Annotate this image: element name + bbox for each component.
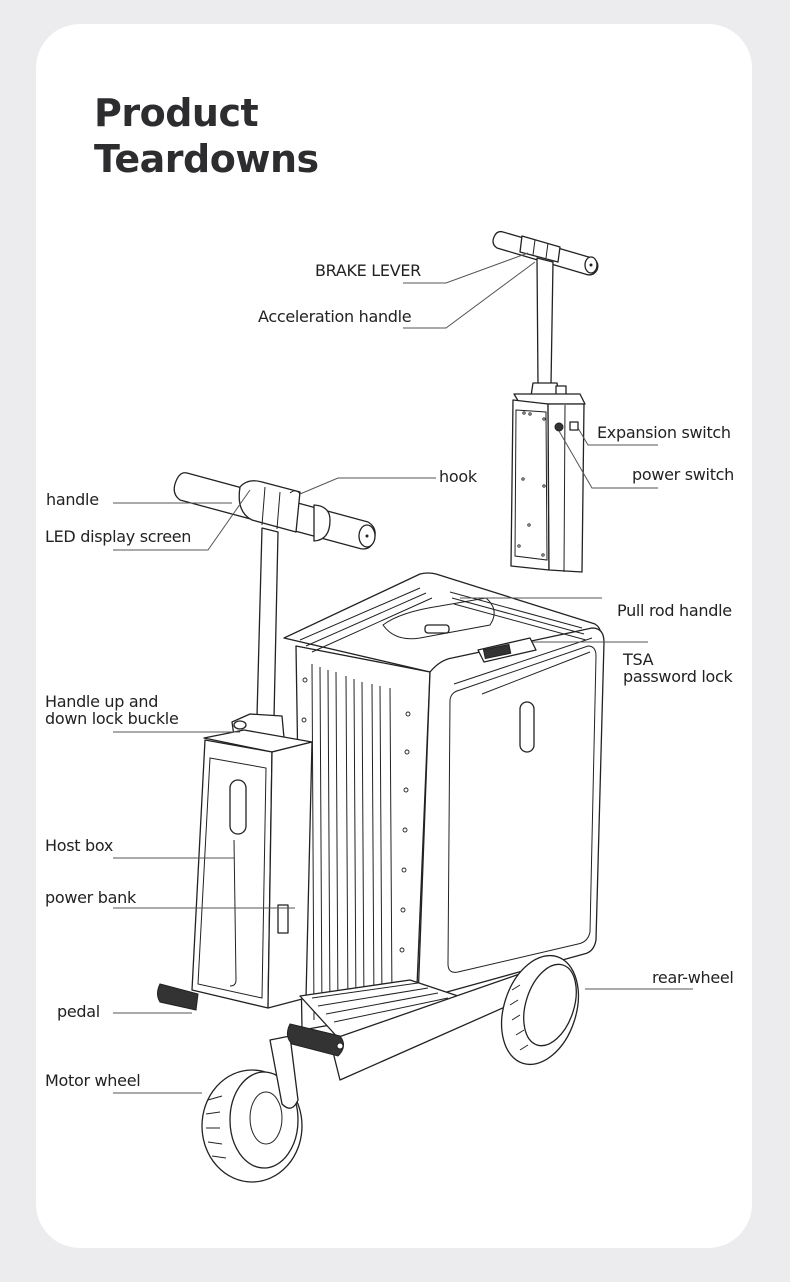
label-led-display-screen: LED display screen [45,527,192,546]
label-expansion-switch: Expansion switch [597,423,731,442]
host-box-side [267,741,313,1009]
label-tsa-line1: TSA [623,650,654,669]
label-host-box: Host box [45,836,114,855]
label-hook: hook [439,467,477,486]
left-pedal [157,983,199,1011]
front-assembly [173,472,376,1009]
upper-handlebar-clamp [519,235,561,263]
page-title: Product Teardowns [94,90,319,182]
leader-brake-lever [403,252,529,284]
label-pedal: pedal [57,1002,100,1021]
label-lock-buckle: Handle up and down lock buckle [45,693,179,727]
label-rear-wheel: rear-wheel [652,968,734,987]
upper-stem [536,257,554,386]
label-power-switch: power switch [632,465,735,484]
led-display-housing [238,480,301,533]
leader-hook [299,477,436,495]
title-line-2: Teardowns [94,137,319,181]
pull-rod-handle [424,624,450,634]
brand-emblem [519,701,535,753]
detached-handlebar-assembly [492,230,599,573]
label-tsa-line2: password lock [623,667,733,686]
title-line-1: Product [94,91,259,135]
label-lock-buckle-line2: down lock buckle [45,709,179,728]
label-power-bank: power bank [45,888,136,907]
label-tsa-password-lock: TSA password lock [623,650,733,686]
leader-led-display [113,489,251,551]
fork [269,1035,299,1109]
label-lock-buckle-line1: Handle up and [45,692,159,711]
upper-box-side [547,403,585,573]
pull-rod-handle-recess [382,597,495,640]
suitcase-body [283,572,605,1031]
chassis [157,954,580,1183]
expansion-switch-button [569,421,579,431]
hook-detail [289,490,301,495]
label-motor-wheel: Motor wheel [45,1071,141,1090]
label-handle: handle [46,490,99,509]
label-acceleration-handle: Acceleration handle [258,307,412,326]
suitcase-front [417,627,605,1001]
host-box-emblem [229,779,247,835]
tsa-lock-dial [482,643,512,660]
leader-acceleration-handle [403,261,536,329]
front-stem [256,527,279,719]
label-pull-rod-handle: Pull rod handle [617,601,732,620]
leader-lines [113,252,693,1094]
power-switch-button [554,422,564,432]
label-brake-lever: BRAKE LEVER [315,261,421,280]
suitcase-front-panel [447,645,597,973]
right-pedal [286,1023,344,1057]
power-bank-slot [277,904,289,934]
leader-power-switch [558,430,658,489]
leader-expansion-switch [577,427,658,446]
